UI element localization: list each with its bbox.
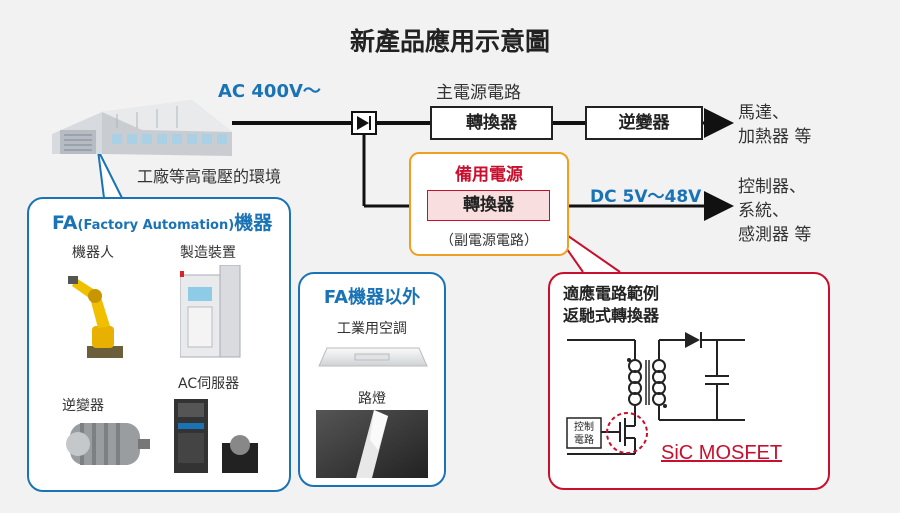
output-motor: 馬達、: [738, 103, 789, 123]
fa-panel-title: FA(Factory Automation)機器: [52, 212, 273, 234]
factory-illustration: [52, 100, 232, 156]
main-converter-box: 轉換器: [430, 106, 553, 140]
label-industrial-ac: 工業用空調: [337, 321, 407, 337]
output-controller: 控制器、: [738, 177, 806, 197]
manufacturing-equipment-image: [180, 265, 241, 358]
primary-coil-icon: [628, 359, 642, 406]
label-inverter: 逆變器: [62, 398, 104, 414]
label-robot: 機器人: [72, 245, 114, 261]
mosfet-highlight-circle: [606, 412, 648, 454]
control-circuit-label: 控制 電路: [574, 422, 594, 446]
flyback-converter-schematic: [566, 332, 745, 455]
backup-heading: 備用電源: [455, 165, 523, 185]
secondary-coil-icon: [652, 359, 666, 406]
street-light-image: [316, 410, 428, 478]
ac-servo-image: [174, 399, 258, 473]
label-manufacturing-equipment: 製造裝置: [180, 245, 236, 261]
label-street-light: 路燈: [358, 391, 386, 407]
industrial-ac-image: [318, 347, 428, 367]
main-circuit-heading: 主電源電路: [436, 83, 521, 103]
non-fa-panel-title: FA機器以外: [323, 287, 421, 308]
circuit-example-title: 適應電路範例 返馳式轉換器: [563, 284, 660, 325]
diagram-title: 新產品應用示意圖: [349, 27, 550, 56]
control-circuit-box: [566, 417, 602, 449]
output-system: 系統、: [738, 201, 789, 221]
sub-converter-box: 轉換器: [427, 190, 550, 221]
sic-mosfet-label: SiC MOSFET: [661, 442, 783, 464]
output-sensor: 感測器 等: [738, 225, 812, 245]
robot-arm-image: [68, 276, 123, 358]
backup-output-label: 控制器、 系統、 感測器 等: [738, 175, 811, 247]
inverter-image: [66, 423, 150, 465]
inverter-box: 逆變器: [585, 106, 703, 140]
label-ac-servo: AC伺服器: [178, 376, 240, 392]
diode-icon: [685, 332, 700, 348]
factory-caption: 工廠等高電壓的環境: [137, 167, 282, 186]
ac-voltage-label: AC 400V～: [218, 81, 321, 102]
dc-voltage-label: DC 5V～48V: [590, 187, 702, 207]
sub-circuit-caption: （副電源電路）: [440, 233, 538, 249]
output-heater: 加熱器 等: [738, 127, 812, 147]
main-output-label: 馬達、 加熱器 等: [738, 101, 811, 149]
